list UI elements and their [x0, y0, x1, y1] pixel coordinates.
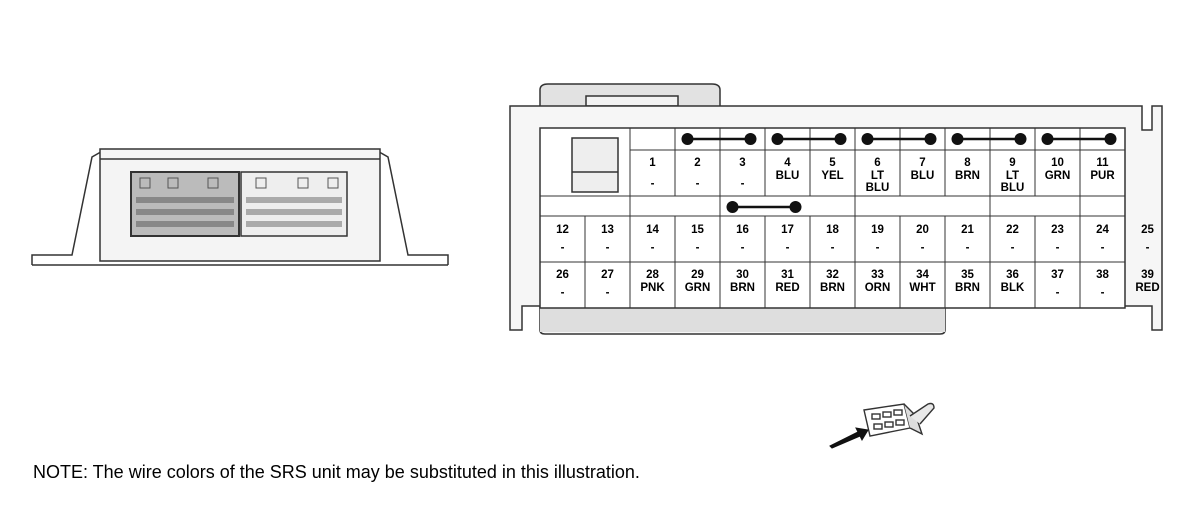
shorting-bar: [771, 133, 847, 145]
pin-wire-color: -: [1101, 242, 1105, 254]
pin-number: 2: [694, 157, 700, 169]
shorting-bar: [861, 133, 937, 145]
pin-number: 32: [826, 269, 839, 281]
pin-wire-color: BLU: [911, 170, 935, 182]
view-arrow: [829, 427, 869, 449]
pin-wire-color: BRN: [955, 170, 980, 182]
shorting-bar: [726, 201, 802, 213]
pin-wire-color: -: [831, 242, 835, 254]
pin-number: 13: [601, 224, 614, 236]
pin-wire-color: BLU: [776, 170, 800, 182]
pin-number: 26: [556, 269, 569, 281]
pin-number: 14: [646, 224, 659, 236]
pin-wire-color: -: [606, 242, 610, 254]
pin-number: 4: [784, 157, 791, 169]
pin-number: 5: [829, 157, 836, 169]
pin-wire-color: -: [561, 242, 565, 254]
pin-wire-color: -: [651, 178, 655, 190]
pin-wire-color: -: [966, 242, 970, 254]
pin-number: 34: [916, 269, 929, 281]
pin-number: 24: [1096, 224, 1109, 236]
pin-wire-color: ORN: [865, 282, 891, 294]
pin-wire-color: BLK: [1001, 282, 1025, 294]
pin-number: 15: [691, 224, 704, 236]
pin-number: 3: [739, 157, 745, 169]
pin-number: 10: [1051, 157, 1064, 169]
shorting-bar: [1041, 133, 1117, 145]
pin-number: 8: [964, 157, 971, 169]
pin-number: 25: [1141, 224, 1154, 236]
pin-wire-color: PUR: [1090, 170, 1115, 182]
pin-number: 20: [916, 224, 929, 236]
pin-number: 1: [649, 157, 656, 169]
pin-wire-color: -: [1056, 287, 1060, 299]
pin-number: 36: [1006, 269, 1019, 281]
guide-key: [571, 137, 619, 193]
pin-wire-color: -: [651, 242, 655, 254]
view-direction-icon: [829, 402, 935, 449]
pin-wire-color: GRN: [685, 282, 711, 294]
right-mounting-flange: [373, 148, 449, 265]
pin-wire-color: -: [1056, 242, 1060, 254]
pin-wire-color: -: [741, 242, 745, 254]
pin-number: 21: [961, 224, 974, 236]
pin-wire-color: -: [741, 178, 745, 190]
pin-number: 33: [871, 269, 884, 281]
pin-number: 22: [1006, 224, 1019, 236]
pin-number: 37: [1051, 269, 1064, 281]
pin-number: 9: [1009, 157, 1015, 169]
pin-wire-color: RED: [1135, 282, 1159, 294]
pin-number: 19: [871, 224, 884, 236]
pin-number: 38: [1096, 269, 1109, 281]
pin-wire-color: -: [921, 242, 925, 254]
pin-number: 27: [601, 269, 614, 281]
pin-wire-color: -: [1146, 242, 1150, 254]
pin-wire-color: -: [1101, 287, 1105, 299]
shorting-bar: [951, 133, 1027, 145]
pin-number: 6: [874, 157, 880, 169]
pin-wire-color: PNK: [640, 282, 665, 294]
pin-number: 18: [826, 224, 839, 236]
left-mounting-flange: [31, 148, 107, 265]
pin-number: 39: [1141, 269, 1154, 281]
pin-wire-color: YEL: [821, 170, 843, 182]
pin-number: 12: [556, 224, 569, 236]
shorting-bar: [681, 133, 757, 145]
pin-number: 7: [919, 157, 925, 169]
pin-number: 31: [781, 269, 794, 281]
pin-number: 29: [691, 269, 704, 281]
pin-number: 28: [646, 269, 659, 281]
pin-number: 23: [1051, 224, 1064, 236]
pin-wire-color: GRN: [1045, 170, 1071, 182]
wire-color-note: NOTE: The wire colors of the SRS unit ma…: [33, 462, 640, 482]
pin-wire-color: -: [696, 242, 700, 254]
pin-wire-color: RED: [775, 282, 799, 294]
pin-number: 11: [1096, 157, 1109, 169]
pin-wire-color: -: [1011, 242, 1015, 254]
pin-wire-color: WHT: [909, 282, 935, 294]
pin-wire-color: -: [606, 287, 610, 299]
pin-wire-color: -: [786, 242, 790, 254]
pin-number: 16: [736, 224, 749, 236]
pin-wire-color: BRN: [955, 282, 980, 294]
srs-unit-illustration: [31, 148, 449, 266]
pin-number: 17: [781, 224, 794, 236]
pin-wire-color: -: [561, 287, 565, 299]
pin-number: 35: [961, 269, 974, 281]
pin-number: 30: [736, 269, 749, 281]
pin-wire-color: -: [696, 178, 700, 190]
pin-wire-color: BRN: [730, 282, 755, 294]
pin-wire-color: -: [876, 242, 880, 254]
pin-wire-color: BRN: [820, 282, 845, 294]
